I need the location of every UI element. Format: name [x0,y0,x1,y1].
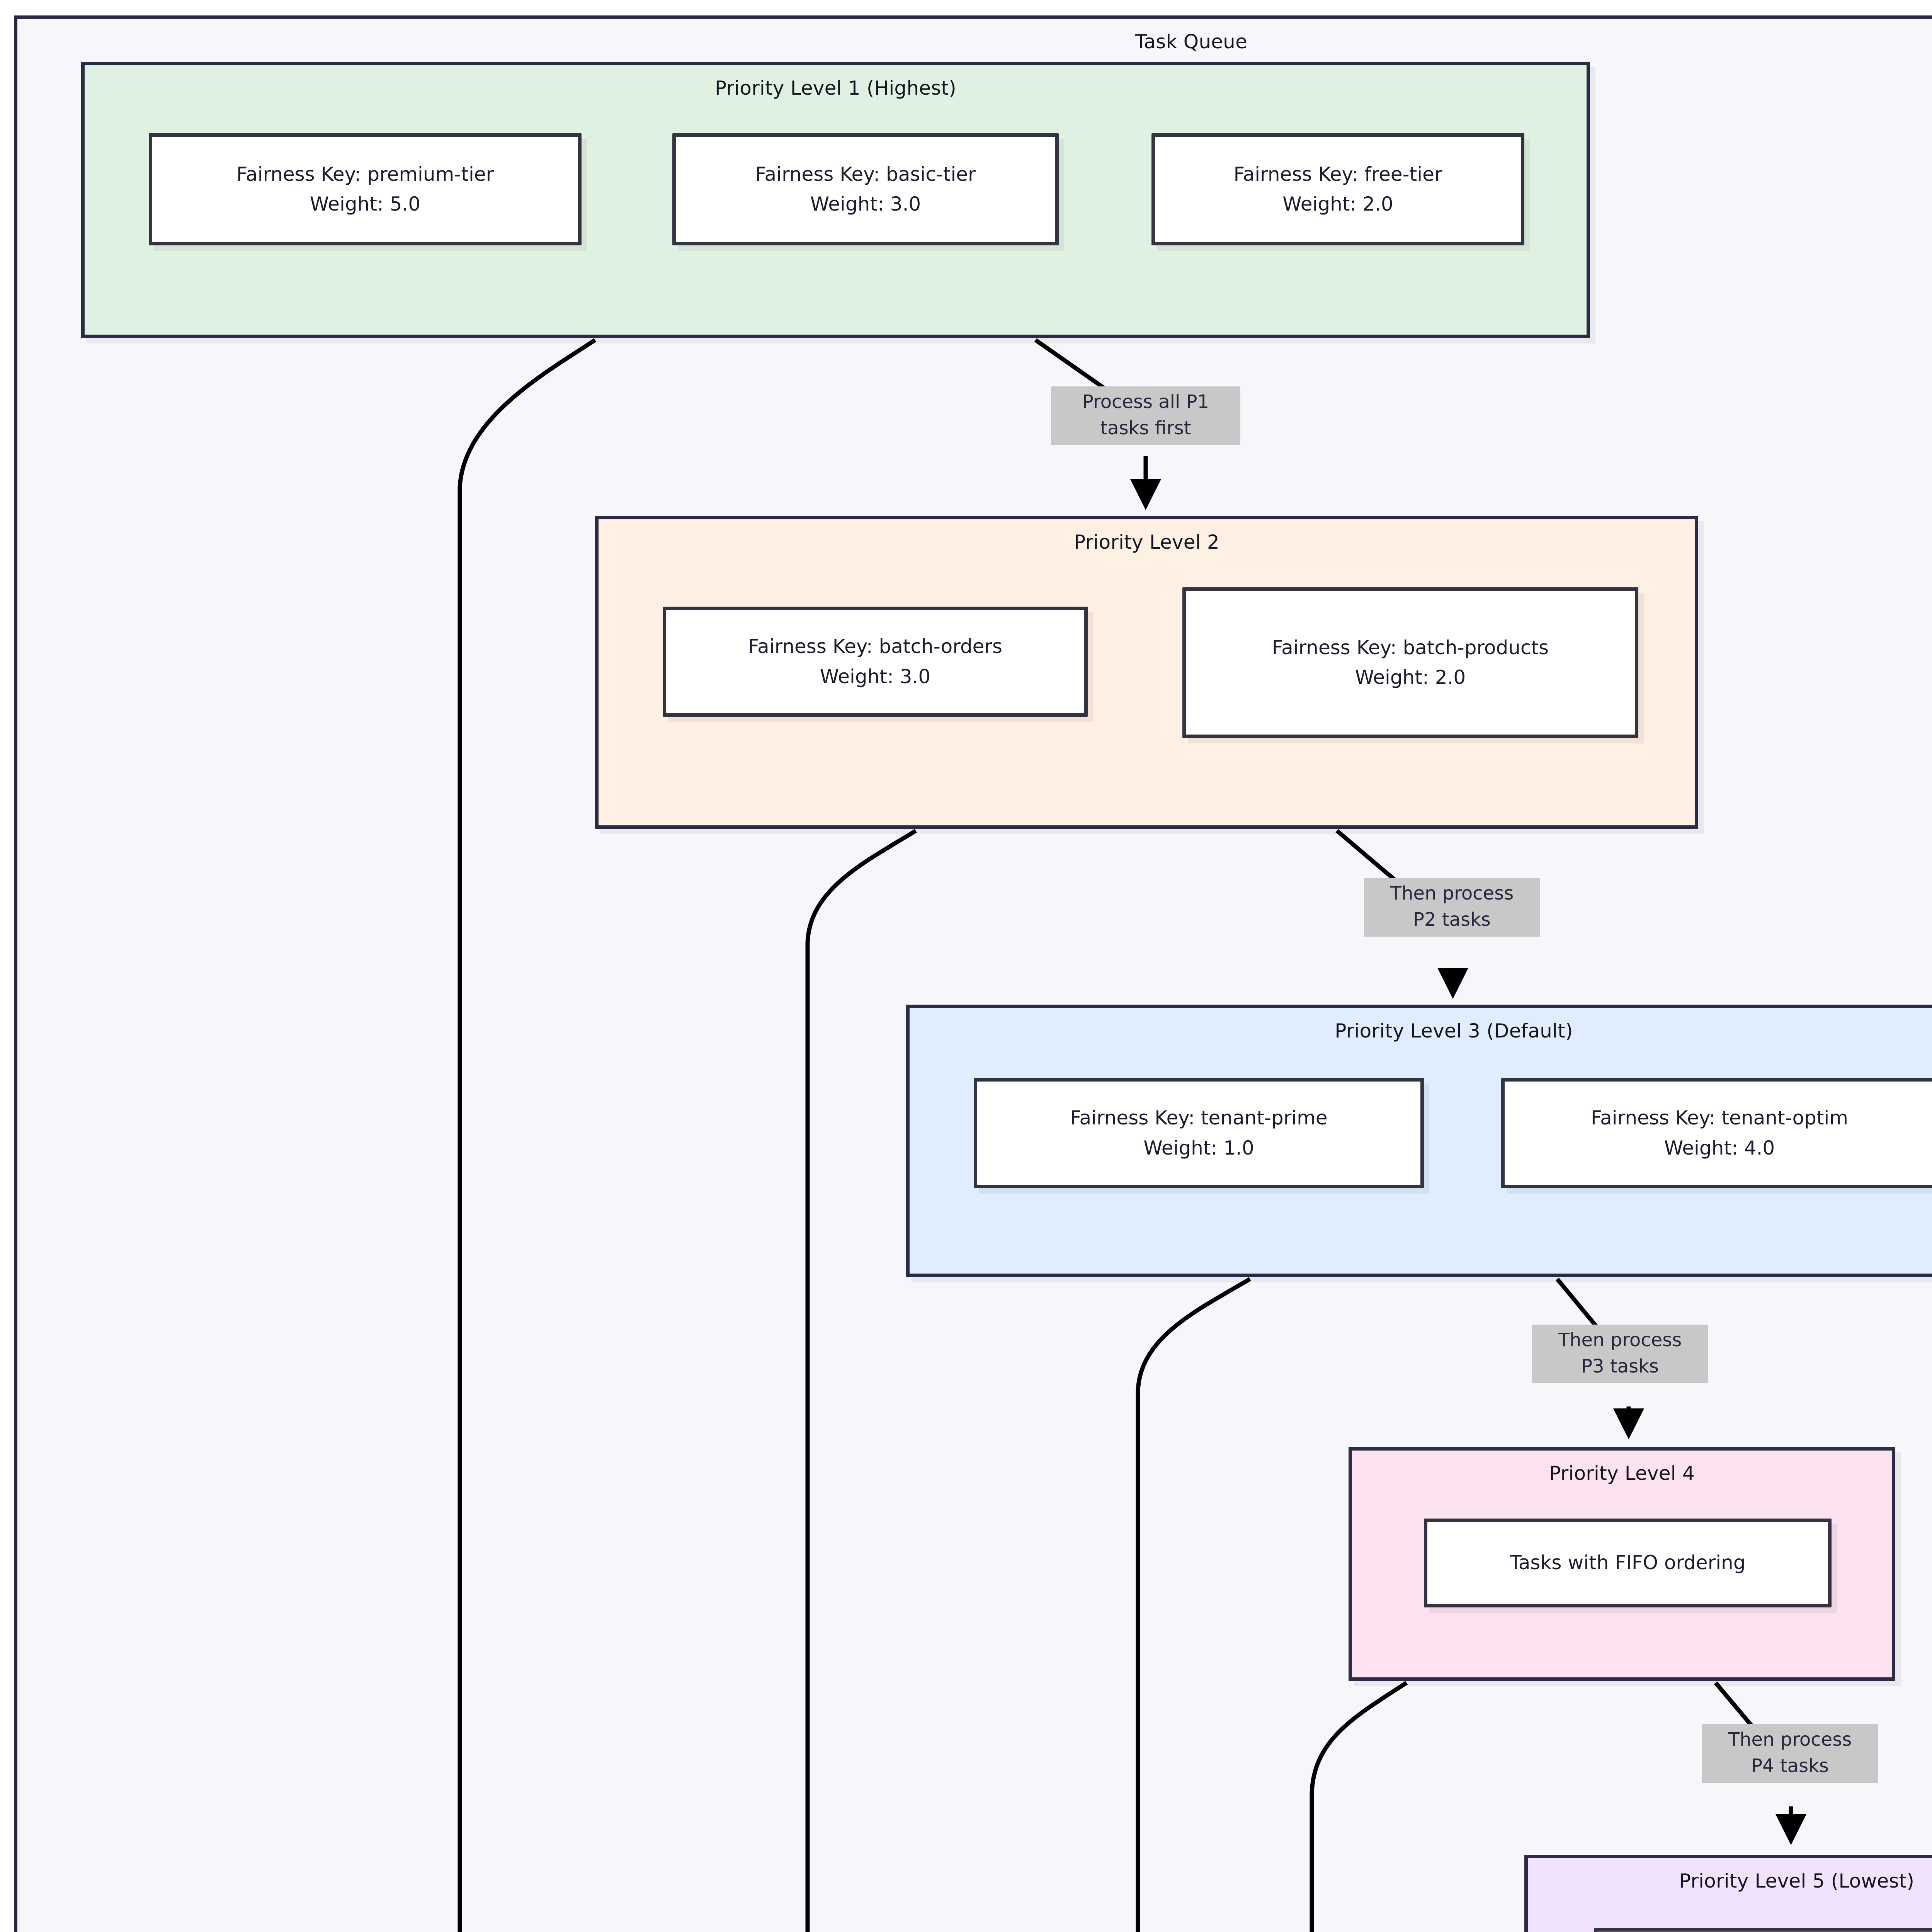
fairness-key-node-tenant-prime: Fairness Key: tenant-prime Weight: 1.0 [974,1078,1424,1188]
fairness-weight-label: Weight: 3.0 [820,665,931,688]
fairness-weight-label: Weight: 3.0 [810,193,921,215]
fairness-key-label: Fairness Key: basic-tier [755,163,976,185]
edge-label-line2: P4 tasks [1751,1755,1829,1777]
cluster-priority-level-1-title: Priority Level 1 (Highest) [715,77,956,99]
edge-label-line1: Process all P1 [1082,391,1209,413]
fairness-key-node-free-tier: Fairness Key: free-tier Weight: 2.0 [1151,133,1524,245]
fairness-weight-label: Weight: 2.0 [1282,193,1393,215]
edge-label-line1: Then process [1558,1329,1682,1351]
fairness-weight-label: Weight: 2.0 [1355,666,1466,689]
fifo-ordering-label: Tasks with FIFO ordering [1510,1551,1746,1574]
fairness-weight-label: Weight: 1.0 [1143,1136,1254,1159]
edge-label-line2: P3 tasks [1581,1355,1659,1378]
cluster-priority-level-2-title: Priority Level 2 [1074,531,1219,553]
fairness-key-node-basic-tier: Fairness Key: basic-tier Weight: 3.0 [672,133,1059,245]
fairness-key-label: Fairness Key: batch-orders [748,635,1003,658]
fairness-weight-label: Weight: 5.0 [310,193,421,215]
fairness-weight-label: Weight: 4.0 [1664,1136,1775,1159]
edge-label-process-all-p1: Process all P1 tasks first [1051,386,1240,446]
edge-label-then-process-p3: Then process P3 tasks [1532,1325,1708,1384]
edge-label-line2: P2 tasks [1413,909,1491,931]
fairness-key-node-batch-products: Fairness Key: batch-products Weight: 2.0 [1182,587,1638,738]
cluster-priority-level-5-title: Priority Level 5 (Lowest) [1679,1870,1915,1892]
edge-label-then-process-p4: Then process P4 tasks [1702,1724,1878,1783]
edge-label-line1: Then process [1728,1729,1852,1750]
fairness-key-label: Fairness Key: batch-products [1272,636,1549,659]
cluster-task-queue-title: Task Queue [1135,31,1248,53]
cluster-priority-level-4-title: Priority Level 4 [1549,1462,1695,1485]
fairness-key-node-batch-orders: Fairness Key: batch-orders Weight: 3.0 [663,607,1088,717]
edge-label-line2: tasks first [1100,417,1191,439]
fairness-key-label: Fairness Key: premium-tier [236,163,494,185]
fairness-key-label: Fairness Key: free-tier [1233,163,1442,185]
edge-label-line1: Then process [1390,883,1514,904]
cluster-priority-level-3-title: Priority Level 3 (Default) [1335,1020,1573,1042]
fairness-key-label: Fairness Key: tenant-optim [1590,1107,1849,1129]
fairness-key-node-tenant-optim: Fairness Key: tenant-optim Weight: 4.0 [1501,1078,1932,1188]
fifo-ordering-node-p5: Tasks with FIFO ordering [1594,1928,1932,1932]
fairness-key-node-premium-tier: Fairness Key: premium-tier Weight: 5.0 [149,133,582,245]
edge-label-then-process-p2: Then process P2 tasks [1364,878,1540,937]
fifo-ordering-node-p4: Tasks with FIFO ordering [1424,1519,1832,1607]
cluster-priority-level-5: Priority Level 5 (Lowest) [1524,1855,1932,1932]
fairness-key-label: Fairness Key: tenant-prime [1070,1107,1328,1129]
